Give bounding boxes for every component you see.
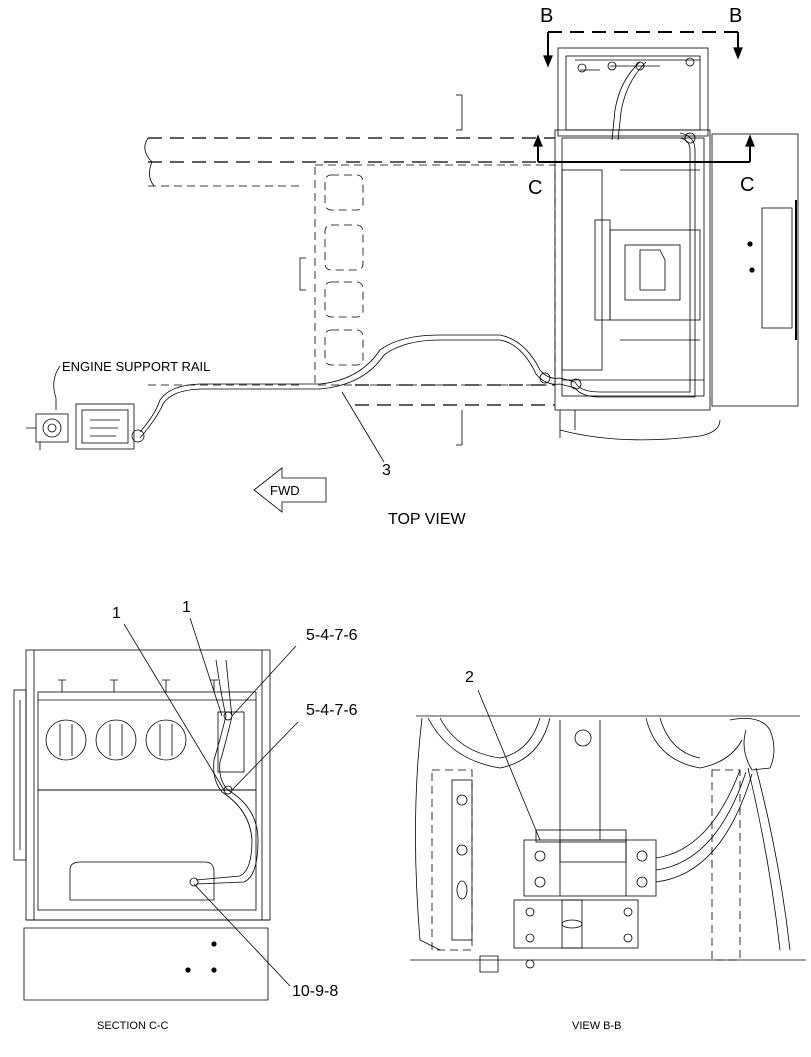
top-view-title: TOP VIEW xyxy=(388,511,466,528)
section-c-right-label: C xyxy=(740,174,755,196)
section-b-left-label: B xyxy=(540,5,554,27)
view-bb-title: VIEW B-B xyxy=(572,1020,622,1032)
callout-1b: 1 xyxy=(182,599,191,616)
section-b-right-label: B xyxy=(729,5,743,27)
section-cc-title: SECTION C-C xyxy=(97,1020,169,1032)
callout-2: 2 xyxy=(465,669,474,686)
section-line-c xyxy=(533,134,755,163)
callout-5476b: 5-4-7-6 xyxy=(306,702,358,719)
section-line-b xyxy=(543,31,743,68)
top-view xyxy=(26,31,799,513)
callout-1098: 10-9-8 xyxy=(292,983,339,1000)
fwd-arrow-label: FWD xyxy=(270,483,300,498)
view-b-b xyxy=(410,689,806,973)
section-c-c xyxy=(13,617,299,1001)
callout-1a: 1 xyxy=(112,605,121,622)
callout-5476a: 5-4-7-6 xyxy=(306,627,358,644)
section-c-left-label: C xyxy=(528,177,543,199)
engine-support-rail-label: ENGINE SUPPORT RAIL xyxy=(62,359,211,374)
callout-3: 3 xyxy=(382,462,391,479)
